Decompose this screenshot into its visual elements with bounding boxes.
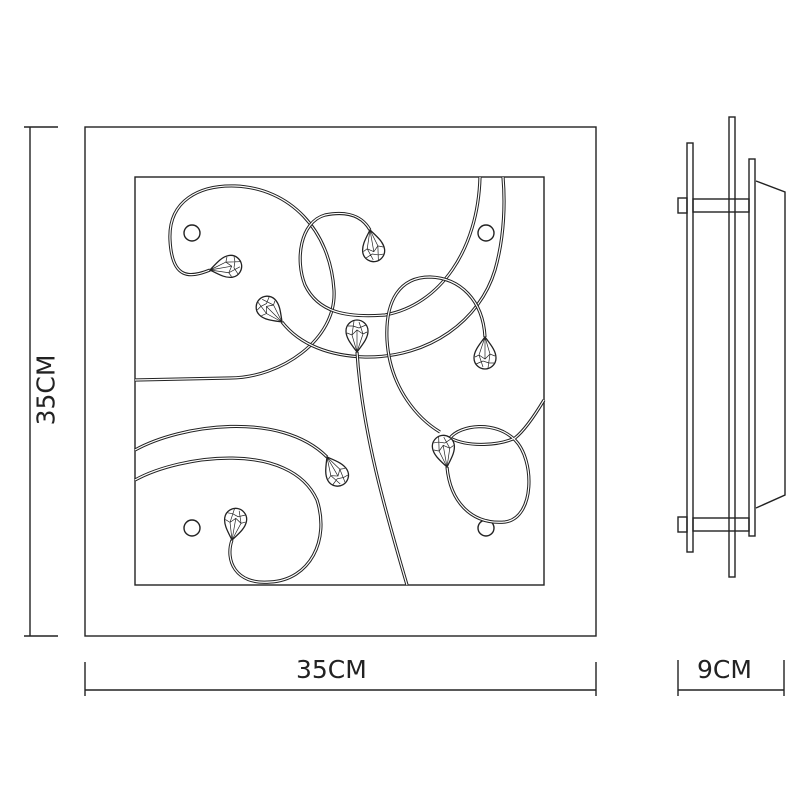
crystal-drop (325, 456, 350, 487)
front-plate (748, 158, 756, 537)
wire (445, 399, 546, 524)
inner-panel (134, 176, 545, 586)
crystal-drop (345, 319, 369, 354)
wire (355, 351, 409, 586)
depth-label: 9CM (697, 655, 752, 684)
crystal-drop (208, 254, 243, 279)
width-dimension-line (84, 662, 597, 696)
top-bolt-cap (677, 197, 688, 214)
diffuser (755, 180, 786, 509)
crystal-drops (208, 228, 497, 542)
decorative-wires (134, 176, 546, 586)
wire (134, 424, 329, 459)
width-label: 35CM (296, 655, 367, 684)
top-bolt (692, 198, 750, 213)
middle-plate (728, 116, 736, 578)
crystal-drop (431, 434, 456, 469)
wire (134, 456, 323, 584)
crystal-drop (361, 228, 386, 263)
crystal-drop (223, 507, 248, 542)
height-label: 35CM (31, 354, 61, 426)
depth-dimension-line (677, 660, 785, 696)
wire (134, 184, 336, 382)
bottom-bolt-cap (677, 516, 688, 533)
crystal-drop (473, 335, 497, 370)
side-view (677, 116, 786, 578)
wire (280, 176, 506, 359)
height-dimension-line (24, 126, 58, 637)
mount-hole (183, 519, 201, 537)
back-plate (686, 142, 694, 553)
mount-hole (477, 224, 495, 242)
mount-hole (183, 224, 201, 242)
wire (385, 275, 487, 434)
wire (298, 176, 482, 318)
bottom-bolt (692, 517, 750, 532)
crystal-drop (255, 295, 283, 323)
outer-frame (84, 126, 597, 637)
